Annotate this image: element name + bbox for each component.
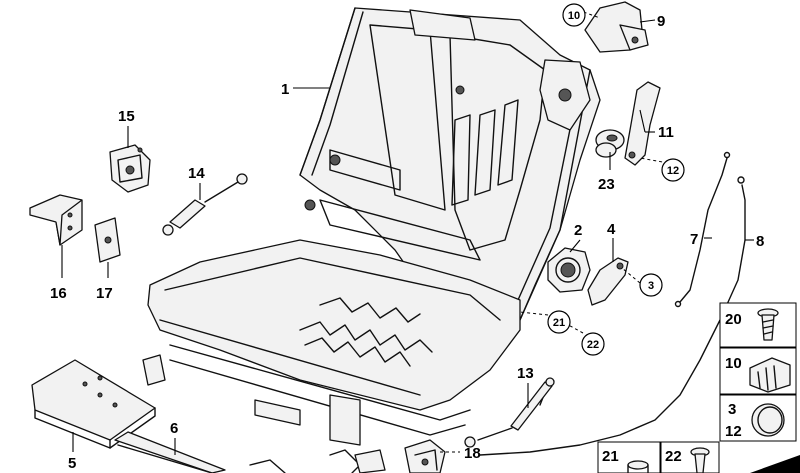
seat-cushion-frame (142, 239, 521, 473)
part-15-lock (109, 144, 151, 193)
part-6-rail (114, 431, 226, 473)
label-2: 2 (574, 222, 582, 239)
legend-label-20: 20 (725, 311, 742, 328)
seat-backrest-frame (299, 7, 601, 361)
label-6: 6 (170, 420, 178, 437)
part-23-knob (595, 129, 625, 158)
legend-box-20 (719, 302, 797, 348)
label-7: 7 (690, 231, 698, 248)
scale-bar (750, 455, 800, 473)
callout-21: 21 (553, 317, 565, 329)
part-4-lever (587, 257, 629, 306)
clip-icon (749, 357, 791, 393)
legend-label-21: 21 (602, 448, 619, 465)
label-9: 9 (657, 13, 665, 30)
part-17-plate (94, 217, 121, 263)
label-15: 15 (118, 108, 135, 125)
legend-boxes: 20 10 3 12 21 22 (597, 302, 800, 473)
label-16: 16 (50, 285, 67, 302)
label-5: 5 (68, 455, 76, 472)
callout-10: 10 (568, 10, 580, 22)
legend-label-10: 10 (725, 355, 742, 372)
part-11-handle (624, 81, 661, 166)
screw-icon (757, 308, 779, 341)
part-8-cable (479, 176, 746, 456)
label-8: 8 (756, 233, 764, 250)
part-13-strut (464, 377, 555, 448)
callout-12: 12 (667, 165, 679, 177)
label-13: 13 (517, 365, 534, 382)
cap-icon (751, 403, 785, 437)
part-number-labels: 1 9 11 23 2 4 7 8 14 15 16 17 13 5 6 18 (50, 13, 764, 472)
label-1: 1 (281, 81, 289, 98)
circled-callouts: 10 12 3 21 22 (547, 3, 685, 356)
label-18: 18 (464, 445, 481, 462)
grommet-icon (627, 460, 649, 473)
part-16-bracket (29, 194, 83, 246)
legend-box-21 (597, 441, 661, 473)
part-18-latch (404, 439, 446, 473)
part-9-cover (584, 1, 649, 53)
callout-22: 22 (587, 339, 599, 351)
label-11: 11 (658, 124, 674, 141)
label-4: 4 (607, 221, 616, 238)
callout-3: 3 (648, 280, 654, 292)
label-23: 23 (598, 176, 615, 193)
legend-box-22 (660, 441, 720, 473)
bolt-icon (690, 447, 710, 473)
legend-label-22: 22 (665, 448, 682, 465)
part-7-cable (674, 151, 731, 308)
legend-label-12: 12 (725, 423, 742, 440)
label-17: 17 (96, 285, 113, 302)
legend-label-3: 3 (728, 401, 736, 418)
label-14: 14 (188, 165, 205, 182)
part-2-recliner (547, 247, 591, 293)
part-14-gas-spring (162, 173, 248, 236)
